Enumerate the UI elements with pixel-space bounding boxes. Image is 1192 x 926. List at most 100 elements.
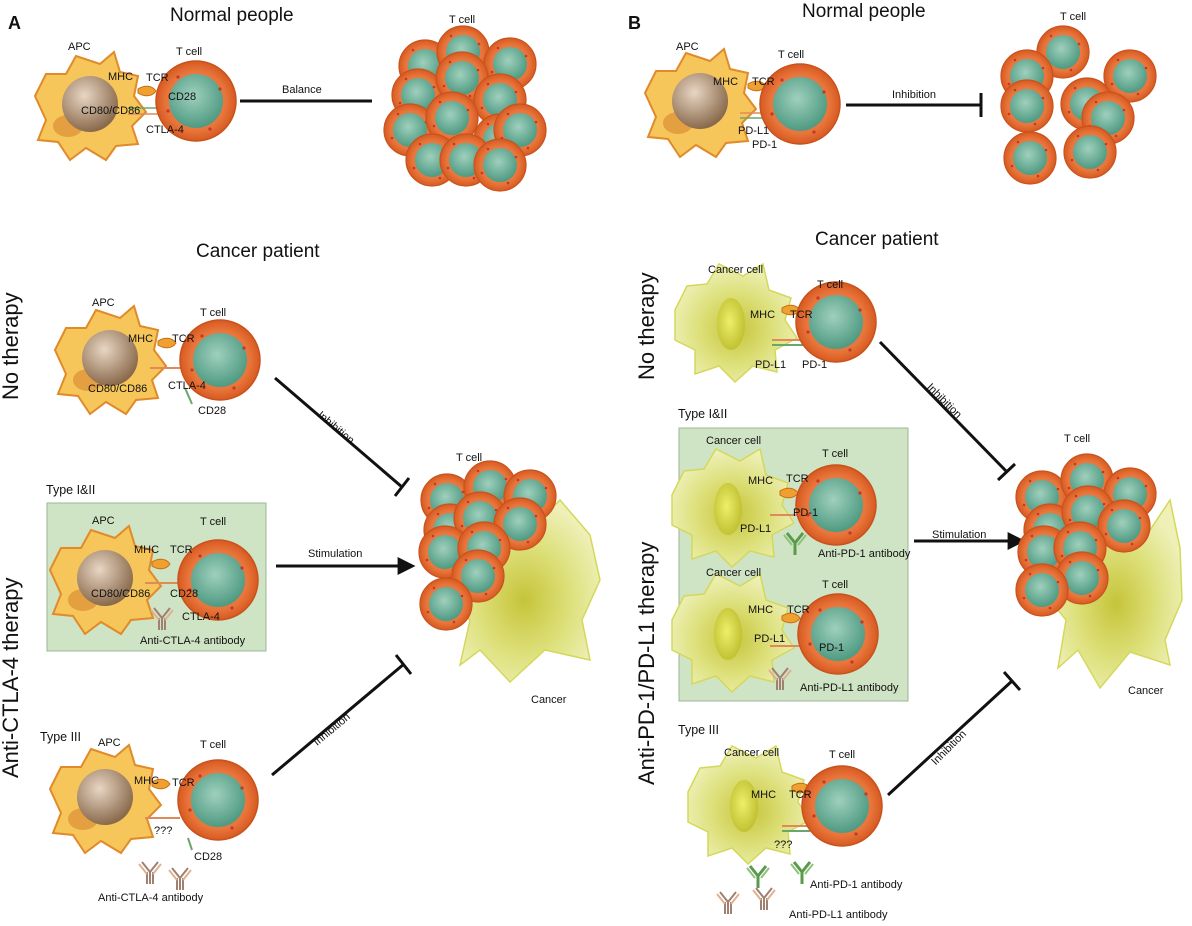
tcell-label: T cell <box>817 279 844 291</box>
panel-a-no-therapy-label: No therapy <box>0 292 23 400</box>
panel-b-cancer-title: Cancer patient <box>815 229 939 250</box>
type12-title: Type I&II <box>46 483 96 497</box>
tcr-label: TCR <box>752 76 775 88</box>
stimulation-label: Stimulation <box>932 529 987 541</box>
antibody-label: Anti-PD-1 antibody <box>818 548 911 560</box>
tcell-label: T cell <box>822 448 849 460</box>
inhibition-line <box>878 340 1009 474</box>
type3-title: Type III <box>40 730 81 744</box>
ctla4-label: CTLA-4 <box>146 124 184 136</box>
panel-b-no-therapy-label: No therapy <box>634 272 659 380</box>
mhc-label: MHC <box>134 775 160 787</box>
panel-a-label: A <box>8 13 21 33</box>
mhc-label: MHC <box>748 604 774 616</box>
pdl1-label: PD-L1 <box>754 633 786 645</box>
pd1-label: PD-1 <box>793 507 819 519</box>
tcr-label: TCR <box>146 72 169 84</box>
cancer-cell-label: Cancer cell <box>706 435 762 447</box>
type12-title: Type I&II <box>678 407 728 421</box>
apc-label: APC <box>98 737 121 749</box>
pdl1-label: PD-L1 <box>755 359 787 371</box>
ctla4-label: CTLA-4 <box>182 611 220 623</box>
cancer-label: Cancer <box>1128 685 1164 697</box>
tcr-label: TCR <box>787 604 810 616</box>
inhibition-line <box>886 679 1014 797</box>
t-cell <box>177 759 259 841</box>
result-tcell-label: T cell <box>456 452 483 464</box>
cancer-cell-label: Cancer cell <box>706 567 762 579</box>
inhibition-bar <box>394 654 413 675</box>
panel-b-label: B <box>628 13 641 33</box>
antibody-label: Anti-PD-1 antibody <box>810 879 903 891</box>
panel-a-therapy-label: Anti-CTLA-4 therapy <box>0 577 23 778</box>
tcr-label: TCR <box>789 789 812 801</box>
cd80-cd86-label: CD80/CD86 <box>81 105 141 117</box>
costim-line <box>187 837 193 851</box>
type3-title: Type III <box>678 723 719 737</box>
pd1-label: PD-1 <box>752 139 778 151</box>
inhibition-label: Inhibition <box>892 89 937 101</box>
synapse-icon <box>151 558 171 570</box>
panel-a-normal-title: Normal people <box>170 5 294 26</box>
tcell-label: T cell <box>200 516 227 528</box>
pdl1-label: PD-L1 <box>738 125 770 137</box>
pdl1-label: PD-L1 <box>740 523 772 535</box>
apc-label: APC <box>676 41 699 53</box>
antibody-icon <box>716 891 740 915</box>
costim-line <box>184 387 193 405</box>
cd80-cd86-label: CD80/CD86 <box>88 383 148 395</box>
tcr-label: TCR <box>172 777 195 789</box>
panel-b-normal-title: Normal people <box>802 1 926 22</box>
result-tcell-label: T cell <box>1064 433 1091 445</box>
inhibition-bar <box>996 462 1017 482</box>
antibody-icon <box>752 887 776 911</box>
antibody-label: Anti-PD-L1 antibody <box>789 909 888 921</box>
antibody-label: Anti-CTLA-4 antibody <box>140 635 246 647</box>
synapse-icon <box>779 487 799 499</box>
stimulation-label: Stimulation <box>308 548 363 560</box>
panel-b-therapy-label: Anti-PD-1/PD-L1 therapy <box>634 541 659 785</box>
mhc-label: MHC <box>748 475 774 487</box>
synapse-icon <box>137 85 157 97</box>
pd1-label: PD-1 <box>802 359 828 371</box>
mhc-label: MHC <box>128 333 154 345</box>
balance-label: Balance <box>282 84 322 96</box>
cancer-tcell-cluster <box>1015 453 1183 690</box>
antibody-icon <box>745 864 771 890</box>
tcell-label: T cell <box>200 739 227 751</box>
antibody-label: Anti-PD-L1 antibody <box>800 682 899 694</box>
unknown-label: ??? <box>774 839 793 851</box>
t-cell <box>795 281 877 363</box>
tcell-cluster-label: T cell <box>449 14 476 26</box>
antibody-icon <box>138 861 162 885</box>
mhc-label: MHC <box>750 309 776 321</box>
apc-label: APC <box>92 515 115 527</box>
mhc-label: MHC <box>713 76 739 88</box>
cd80-cd86-label: CD80/CD86 <box>91 588 151 600</box>
tcell-label: T cell <box>778 49 805 61</box>
tcr-label: TCR <box>170 544 193 556</box>
unknown-label: ??? <box>154 825 173 837</box>
apc-label: APC <box>92 297 115 309</box>
t-cell <box>801 765 883 847</box>
cancer-label: Cancer <box>531 694 567 706</box>
pd1-label: PD-1 <box>819 642 845 654</box>
tcell-label: T cell <box>829 749 856 761</box>
mhc-label: MHC <box>751 789 777 801</box>
cd28-label: CD28 <box>198 405 227 417</box>
apc-cell <box>644 48 757 158</box>
tcell-cluster-label: T cell <box>1060 11 1087 23</box>
tcr-label: TCR <box>786 473 809 485</box>
t-cell <box>797 593 879 675</box>
t-cell-cluster <box>1000 25 1157 185</box>
inhibition-line <box>271 662 405 777</box>
mhc-label: MHC <box>108 71 134 83</box>
tcell-label: T cell <box>176 46 203 58</box>
ctla4-label: CTLA-4 <box>168 380 206 392</box>
cancer-cell-label: Cancer cell <box>708 264 764 276</box>
inhibition-bar <box>393 477 411 497</box>
mhc-label: MHC <box>134 544 160 556</box>
tcr-label: TCR <box>790 309 813 321</box>
inhibition-line <box>274 376 403 489</box>
